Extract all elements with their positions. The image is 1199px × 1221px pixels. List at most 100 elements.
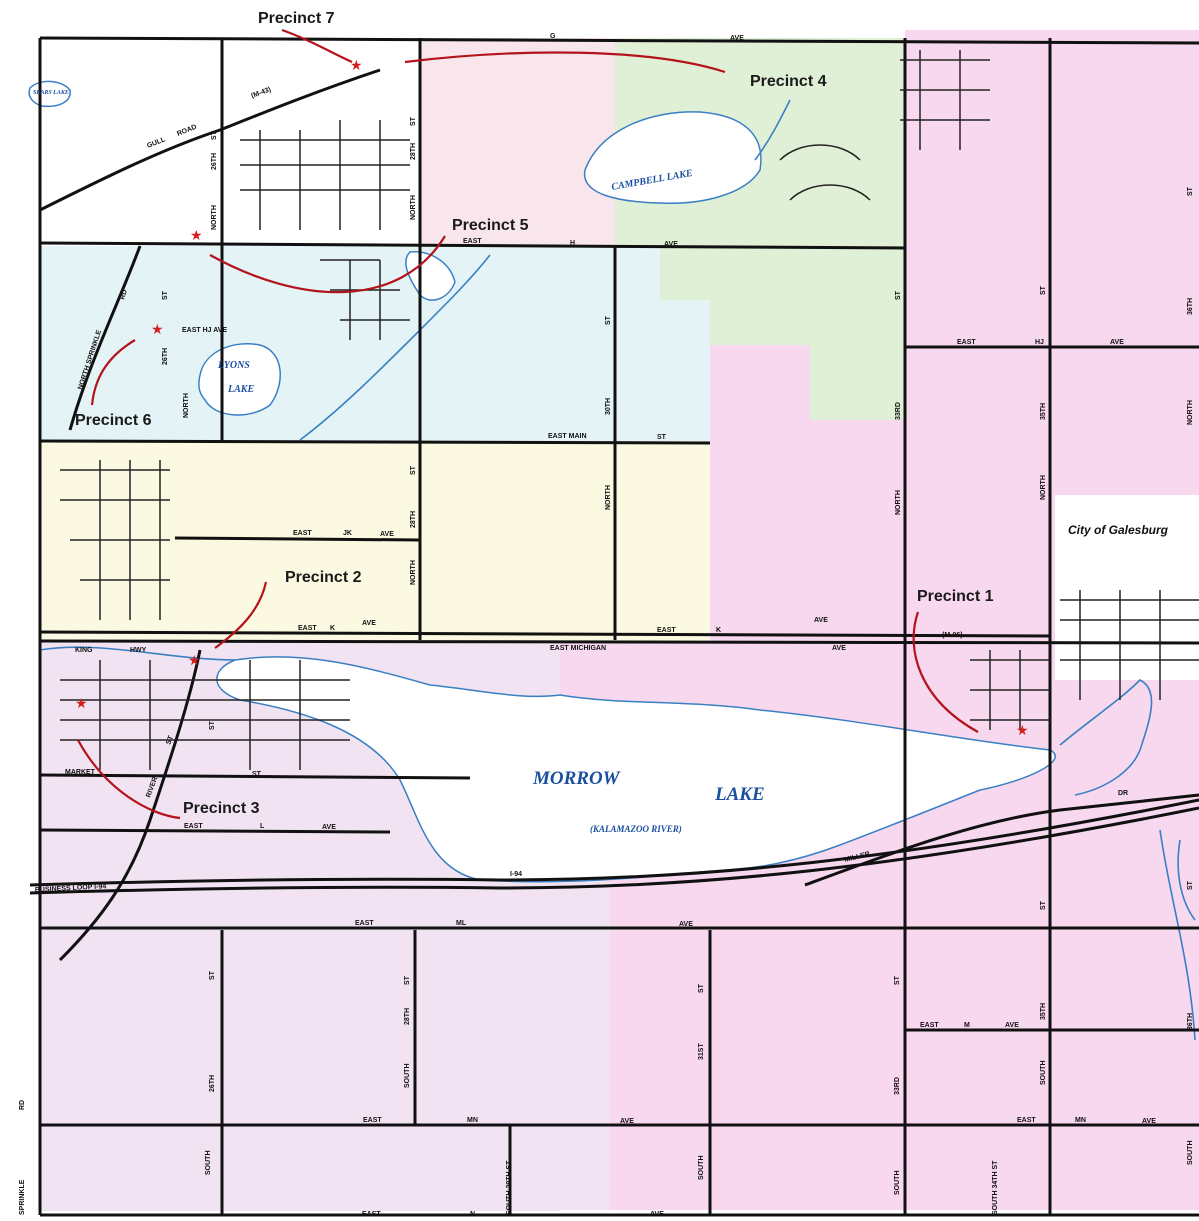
- road-label-mn-ave: AVE: [620, 1118, 634, 1125]
- road-label-market-st: ST: [252, 771, 262, 778]
- road-label-mn-east: EAST: [363, 1117, 382, 1124]
- road-label-n28-28: 28TH: [410, 143, 417, 160]
- road-label-s28: 28TH: [404, 1008, 411, 1025]
- road-label-g: G: [550, 33, 556, 40]
- road-label-s35-s: SOUTH: [1040, 1061, 1047, 1086]
- precinct-3-region-south: [40, 880, 610, 1210]
- road-label-s35-st: ST: [1040, 900, 1047, 910]
- road-label-s34: SOUTH 34TH ST: [992, 1160, 999, 1215]
- road-label-n36: 36TH: [1187, 298, 1194, 315]
- g-ave-road: [39, 36, 1199, 45]
- road-label-hj-ave: AVE: [1110, 339, 1124, 346]
- road-label-s33-s: SOUTH: [894, 1171, 901, 1196]
- subdivision-roads-p4: [779, 50, 990, 201]
- road-label-ml-east: EAST: [355, 920, 374, 927]
- lyons-lake: [198, 343, 281, 416]
- jk-ave-road: [174, 536, 421, 542]
- market-st-road: [39, 773, 471, 780]
- precinct-2-label: Precinct 2: [285, 569, 362, 586]
- road-label-main: EAST MAIN: [548, 433, 587, 440]
- city-label: City of Galesburg: [1068, 523, 1169, 537]
- subdivision-roads-east: [970, 650, 1050, 730]
- precinct-2-arrow: [214, 581, 268, 649]
- road-label-jk-ave: AVE: [380, 531, 394, 538]
- road-label-n26b-n: NORTH: [183, 393, 190, 418]
- morrow-lake-label-1: MORROW: [532, 768, 621, 789]
- h-ave-road: [39, 241, 906, 250]
- road-label-n28b-st: ST: [410, 465, 417, 475]
- lyons-lake-label-1: LYONS: [217, 360, 250, 371]
- road-label-k-ave: AVE: [362, 620, 376, 627]
- road-label-king: KING: [75, 647, 93, 654]
- road-label-s37-st: ST: [209, 720, 216, 730]
- kalamazoo-river-west: [39, 646, 236, 661]
- road-label-k2: K: [716, 627, 721, 634]
- road-label-s36: 36TH: [1187, 1013, 1194, 1030]
- gull-road: [39, 68, 381, 212]
- road-label-n33-n: NORTH: [895, 490, 902, 515]
- river-st-road: [58, 649, 202, 962]
- road-label-s31-s: SOUTH: [698, 1156, 705, 1181]
- road-label-l-ave: AVE: [322, 824, 336, 831]
- precinct-7-region-east: [420, 38, 615, 246]
- road-label-k-east: EAST: [298, 625, 317, 632]
- morrow-lake-sublabel: (KALAMAZOO RIVER): [590, 824, 682, 834]
- lyons-lake-label-2: LAKE: [227, 384, 254, 395]
- road-label-l-east: EAST: [184, 823, 203, 830]
- road-label-k: K: [330, 625, 335, 632]
- road-label-s26-s: SOUTH: [205, 1151, 212, 1176]
- i-94-road: [29, 798, 1199, 887]
- precinct-7-label: Precinct 7: [258, 10, 335, 27]
- precinct-1-arrow: [912, 611, 979, 733]
- road-label-s26-st: ST: [209, 970, 216, 980]
- main-st-road: [39, 439, 711, 445]
- road-label-ml: ML: [456, 920, 467, 927]
- l-ave-road: [39, 828, 391, 834]
- road-label-m96: (M-96): [942, 632, 963, 639]
- michigan-ave-road: [39, 639, 1199, 645]
- road-label-n28b: NORTH: [410, 560, 417, 585]
- polling-star-p2: ★: [188, 653, 201, 669]
- road-label-mn-east2: EAST: [1017, 1117, 1036, 1124]
- road-label-hj-hj: HJ: [1035, 339, 1044, 346]
- road-label-n-ave: AVE: [650, 1211, 664, 1218]
- road-label-s35: 35TH: [1040, 1003, 1047, 1020]
- precinct-3-arrow: [77, 739, 181, 820]
- precinct-5-region-east: [615, 300, 710, 441]
- road-label-n26-st: ST: [211, 130, 218, 140]
- road-label-n35: 35TH: [1040, 403, 1047, 420]
- road-label-l: L: [260, 823, 265, 830]
- polling-star-p1: ★: [1016, 723, 1029, 739]
- k-ave-road: [39, 630, 1051, 638]
- precinct-1-region-southeast: [1055, 640, 1199, 1210]
- creek-portage: [1177, 839, 1196, 921]
- road-label-hwy: HWY: [130, 647, 147, 654]
- road-label-michigan: EAST MICHIGAN: [550, 645, 606, 652]
- road-label-s33: 33RD: [894, 1077, 901, 1095]
- road-label-jk: JK: [343, 530, 352, 537]
- sears-lake-label: SEARS LAKE: [33, 90, 69, 96]
- precinct-6-region: [40, 246, 175, 441]
- road-label-market: MARKET: [65, 769, 96, 776]
- road-label-m: M: [964, 1022, 970, 1029]
- road-label-s29: SOUTH 29TH ST: [506, 1160, 513, 1215]
- road-label-k-east2: EAST: [657, 627, 676, 634]
- road-label-s31-st: ST: [698, 983, 705, 993]
- road-label-n35-n: NORTH: [1040, 475, 1047, 500]
- road-label-n30-n: NORTH: [605, 485, 612, 510]
- precinct-6-label: Precinct 6: [75, 412, 152, 429]
- precinct-4-arrow: [404, 51, 726, 74]
- road-label-hj-east2: EAST: [957, 339, 976, 346]
- road-label-s36-st: ST: [1187, 880, 1194, 890]
- road-label-m-ave: AVE: [1005, 1022, 1019, 1029]
- precinct-7-arrow: [281, 28, 353, 64]
- subdivision-roads-south: [60, 660, 350, 770]
- road-label-n36-st: ST: [1187, 186, 1194, 196]
- road-label-h-east: EAST: [463, 238, 482, 245]
- road-label-n26b-st: ST: [162, 290, 169, 300]
- creek-campbell: [754, 99, 791, 161]
- road-label-n28-st: ST: [410, 116, 417, 126]
- subdivision-roads-west: [60, 460, 170, 620]
- road-label-north-sprinkle-rd: RD: [119, 289, 129, 301]
